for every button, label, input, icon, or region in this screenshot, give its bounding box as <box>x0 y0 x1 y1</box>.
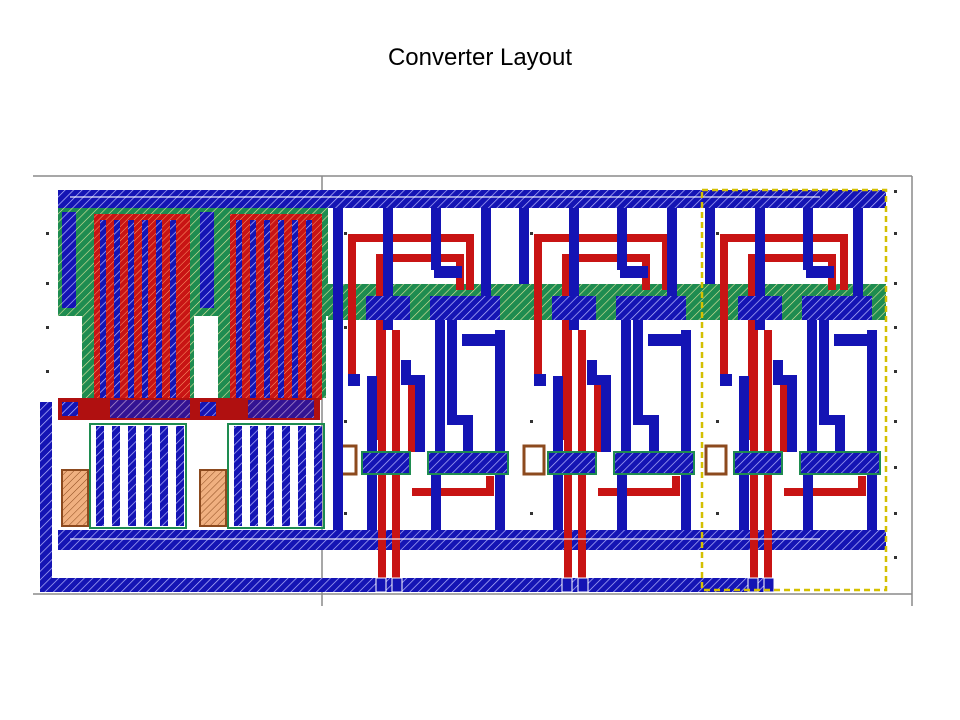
stage-1 <box>333 208 509 593</box>
left-gate-band <box>58 398 320 420</box>
left-bottom-transistor-array <box>96 426 322 526</box>
stage-3 <box>705 208 881 593</box>
right-active-band <box>328 284 886 476</box>
left-top-metal-fingers <box>62 212 312 400</box>
selection-box <box>700 188 888 592</box>
grid-markers <box>46 190 897 559</box>
stage-2 <box>519 208 695 593</box>
slide-title: Converter Layout <box>387 44 573 71</box>
left-diffusion-pads <box>61 469 227 527</box>
rail-contacts <box>70 196 820 540</box>
